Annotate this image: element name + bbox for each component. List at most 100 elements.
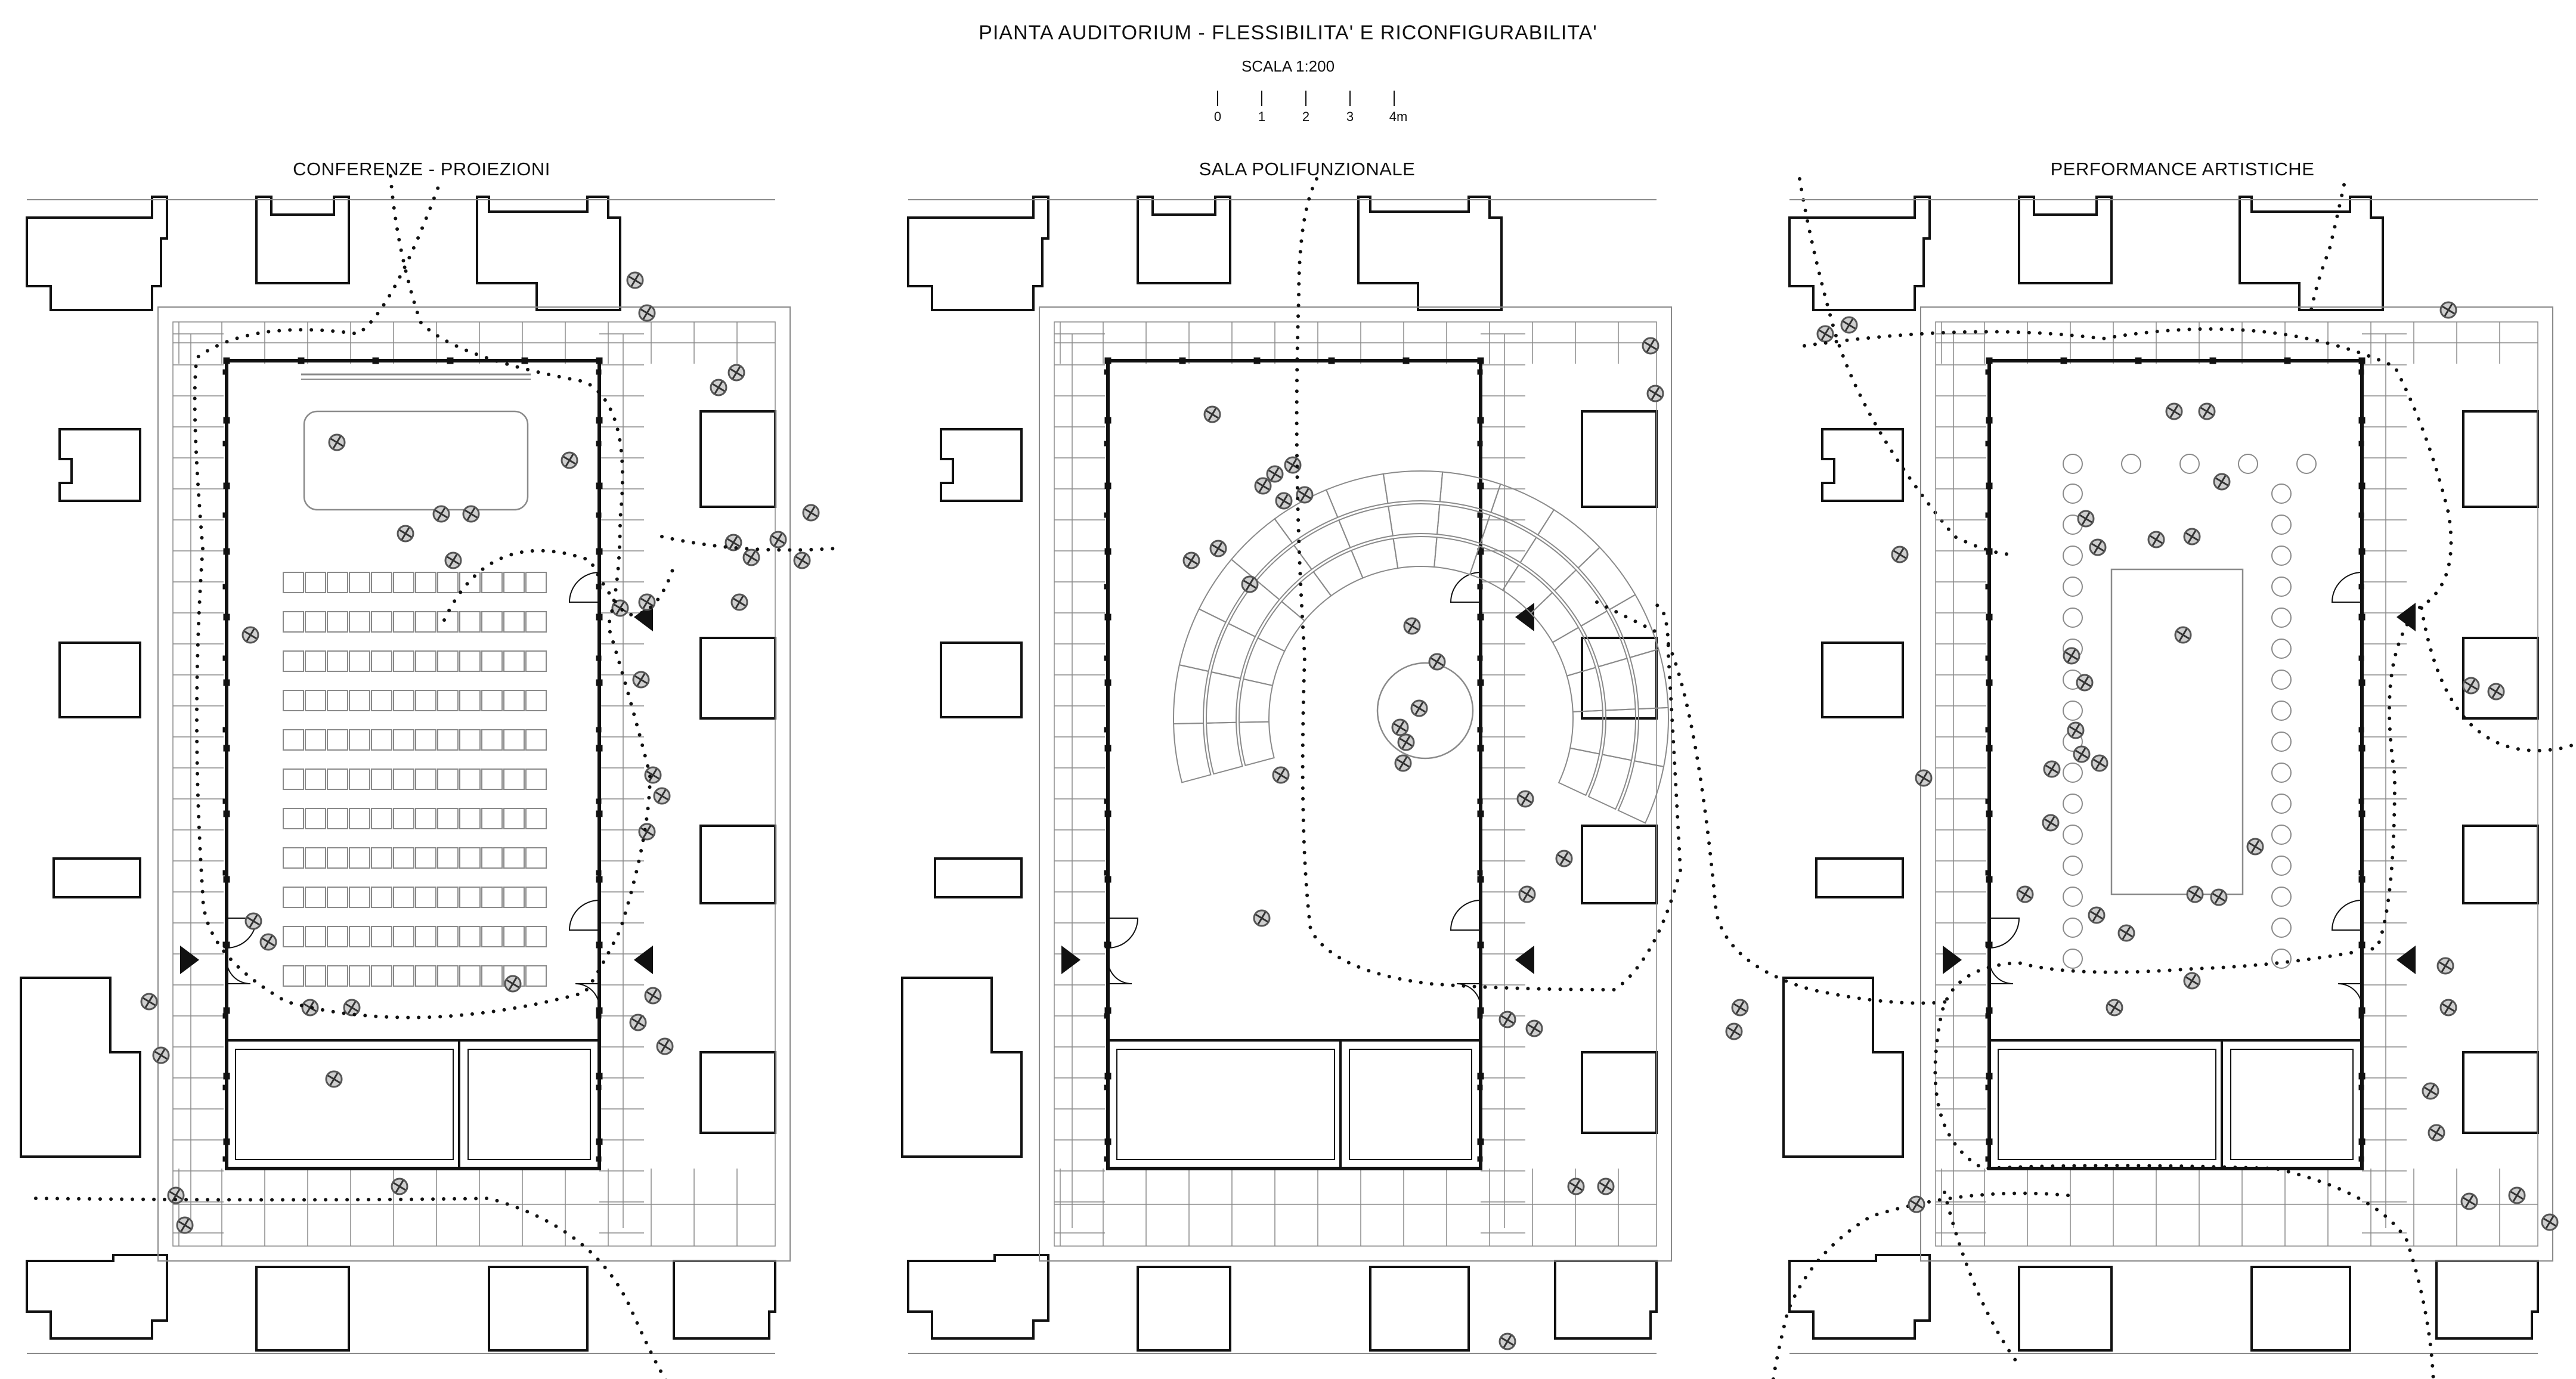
person-hatch bbox=[2215, 475, 2228, 488]
entrance-arrow-icon bbox=[2397, 946, 2416, 974]
person-figure bbox=[167, 1186, 185, 1204]
person-figure bbox=[244, 912, 262, 930]
person-figure bbox=[653, 787, 671, 805]
chair bbox=[2271, 825, 2292, 845]
central-stage bbox=[1376, 662, 1474, 760]
seat bbox=[393, 965, 414, 987]
building-outline bbox=[1554, 1260, 1658, 1340]
column bbox=[1477, 1007, 1484, 1014]
person-figure bbox=[2106, 999, 2123, 1017]
column bbox=[596, 357, 603, 364]
building-outline bbox=[1821, 642, 1904, 718]
column bbox=[223, 548, 230, 555]
person-hatch bbox=[1599, 1180, 1612, 1193]
person-figure bbox=[2213, 473, 2231, 491]
column bbox=[223, 679, 230, 686]
person-hatch bbox=[169, 1189, 182, 1202]
plan-conference bbox=[20, 174, 837, 1379]
seat bbox=[459, 572, 481, 593]
column bbox=[1104, 482, 1111, 489]
column bbox=[1477, 357, 1484, 364]
person-hatch bbox=[1206, 408, 1219, 421]
column bbox=[1104, 941, 1111, 949]
seat bbox=[305, 690, 326, 711]
person-figure bbox=[1516, 790, 1534, 808]
seat bbox=[437, 572, 459, 593]
seat bbox=[283, 690, 304, 711]
seat bbox=[525, 650, 547, 672]
arc-seat bbox=[1537, 509, 1601, 569]
seat bbox=[481, 965, 503, 987]
arc-seat bbox=[1293, 519, 1351, 571]
seat bbox=[349, 887, 370, 908]
person-hatch bbox=[1274, 768, 1287, 782]
column bbox=[2358, 1138, 2366, 1145]
person-hatch bbox=[2018, 888, 2032, 901]
person-figure bbox=[2487, 683, 2505, 701]
arc-seat bbox=[1608, 594, 1659, 659]
panel-title-multipurpose: SALA POLIFUNZIONALE bbox=[1199, 159, 1416, 179]
door-swing bbox=[2337, 983, 2363, 1008]
arc-seat bbox=[1530, 591, 1580, 643]
person-hatch bbox=[1910, 1198, 1923, 1211]
person-hatch bbox=[745, 551, 758, 564]
entrance-arrow-icon bbox=[1515, 603, 1534, 631]
door-swing bbox=[2331, 900, 2363, 931]
person-hatch bbox=[795, 554, 809, 567]
person-hatch bbox=[1397, 757, 1410, 770]
chair bbox=[2063, 887, 2083, 907]
person-figure bbox=[742, 548, 760, 566]
column bbox=[1986, 613, 1993, 621]
room-inner bbox=[2230, 1049, 2354, 1160]
column bbox=[223, 941, 230, 949]
building-outline bbox=[1581, 825, 1658, 904]
person-hatch bbox=[2075, 748, 2088, 761]
person-hatch bbox=[465, 507, 478, 520]
seat bbox=[437, 690, 459, 711]
seat bbox=[305, 847, 326, 869]
building-outline bbox=[1821, 428, 1904, 502]
seat bbox=[437, 847, 459, 869]
arc-seat bbox=[1388, 503, 1441, 537]
person-hatch bbox=[247, 915, 260, 928]
column bbox=[2135, 357, 2142, 364]
seat bbox=[305, 768, 326, 790]
seat bbox=[349, 729, 370, 751]
person-hatch bbox=[2150, 533, 2163, 546]
seat bbox=[525, 965, 547, 987]
scale-label: SCALA 1:200 bbox=[1241, 57, 1335, 75]
seat bbox=[459, 611, 481, 633]
person-figure bbox=[1525, 1019, 1543, 1037]
seat bbox=[503, 729, 525, 751]
arc-seat bbox=[1569, 709, 1603, 755]
seat bbox=[349, 768, 370, 790]
person-hatch bbox=[1727, 1025, 1741, 1038]
person-hatch bbox=[655, 789, 668, 802]
column bbox=[596, 679, 603, 686]
person-hatch bbox=[2093, 757, 2106, 770]
column bbox=[1986, 941, 1993, 949]
person-hatch bbox=[2188, 888, 2202, 901]
person-hatch bbox=[2091, 541, 2104, 554]
arc-seat bbox=[1337, 506, 1394, 548]
entrance-arrow-icon bbox=[1515, 946, 1534, 974]
person-figure bbox=[1209, 540, 1227, 557]
person-hatch bbox=[1400, 736, 1413, 749]
circulation-path bbox=[1803, 327, 2453, 1379]
chair bbox=[2121, 454, 2141, 474]
seat bbox=[305, 926, 326, 947]
building-outline bbox=[58, 642, 141, 718]
building-outline bbox=[2435, 1260, 2539, 1340]
person-hatch bbox=[804, 506, 818, 519]
seat bbox=[503, 887, 525, 908]
person-figure bbox=[2422, 1082, 2439, 1100]
seat bbox=[371, 965, 392, 987]
person-hatch bbox=[1405, 619, 1419, 633]
person-hatch bbox=[1255, 912, 1268, 925]
arc-seat bbox=[1479, 514, 1537, 563]
courtyard-outline bbox=[1039, 306, 1672, 1262]
seat bbox=[349, 611, 370, 633]
person-hatch bbox=[262, 935, 275, 949]
entrance-arrow-icon bbox=[634, 946, 653, 974]
seat bbox=[371, 768, 392, 790]
